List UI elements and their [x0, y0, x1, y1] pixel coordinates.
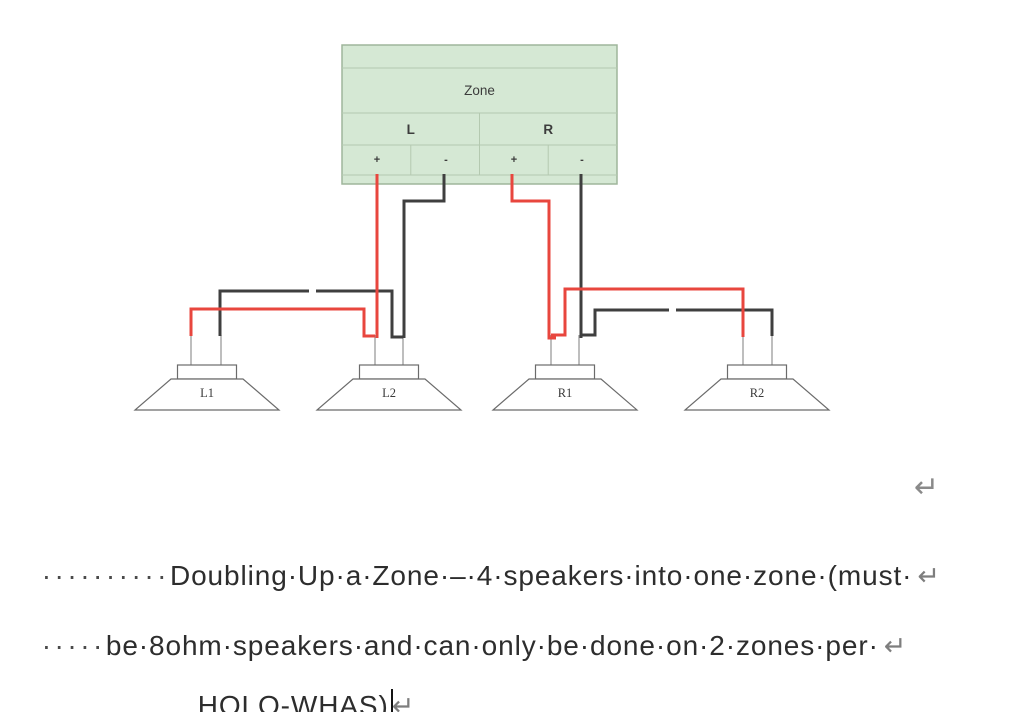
negative-wires — [218, 174, 774, 339]
paragraph-line-2-text: be·8ohm·speakers·and·can·only·be·done·on… — [105, 630, 879, 661]
zone-box-gridlines — [342, 67, 617, 176]
speaker-l1-label: L1 — [200, 386, 214, 400]
terminal-r-plus-label: + — [511, 154, 517, 166]
paragraph-line-1-text: Doubling·Up·a·Zone·–·4·speakers·into·one… — [169, 560, 913, 591]
wire-red-jumper-left — [189, 307, 375, 338]
text-cursor — [390, 689, 393, 712]
space-dots-leader: ····· — [41, 630, 106, 661]
paragraph-line-3[interactable]: HOLO-WHAS)↵ — [163, 657, 414, 712]
paragraph-line-1[interactable]: ··········Doubling·Up·a·Zone·–·4·speaker… — [7, 528, 940, 624]
wire-black-feed-left — [402, 174, 446, 338]
wire-black-jumper-right-b — [676, 308, 774, 336]
speaker-l2-label: L2 — [382, 386, 396, 400]
paragraph-line-3-text: HOLO-WHAS) — [197, 690, 389, 712]
speaker-terminal-leads — [190, 335, 773, 365]
speaker-r1: R1 — [491, 364, 639, 411]
speaker-r2: R2 — [683, 364, 831, 411]
terminal-l-plus-label: + — [374, 154, 380, 166]
speaker-r1-label: R1 — [558, 386, 573, 400]
terminal-r-minus-label: - — [580, 154, 584, 166]
terminal-l-minus-label: - — [444, 154, 448, 166]
positive-wires — [189, 174, 745, 340]
zone-terminal-block: Zone L R + - + - — [341, 44, 618, 185]
speaker-l1: L1 — [133, 364, 281, 411]
wire-black-jumper-left-b — [316, 289, 403, 339]
speaker-l2: L2 — [315, 364, 463, 411]
line-break-mark: ↵ — [917, 561, 941, 592]
line-break-mark: ↵ — [391, 691, 415, 712]
channel-left-label: L — [407, 122, 415, 137]
wire-black-jumper-right-a — [582, 308, 669, 337]
paragraph-line-2[interactable]: ·····be·8ohm·speakers·and·can·only·be·do… — [7, 598, 907, 694]
space-dots-leader: ·········· — [41, 560, 170, 591]
speaker-r2-label: R2 — [750, 386, 765, 400]
zone-title-label: Zone — [464, 83, 495, 98]
wire-red-feed-right — [510, 174, 556, 340]
wire-black-jumper-left-a — [218, 289, 309, 336]
speaker-wiring-diagram[interactable]: Zone L R + - + - — [0, 0, 1024, 470]
line-break-mark: ↵ — [883, 631, 907, 662]
wire-red-jumper-right — [551, 287, 745, 337]
channel-right-label: R — [543, 122, 553, 137]
line-break-mark: ↵ — [914, 470, 940, 505]
